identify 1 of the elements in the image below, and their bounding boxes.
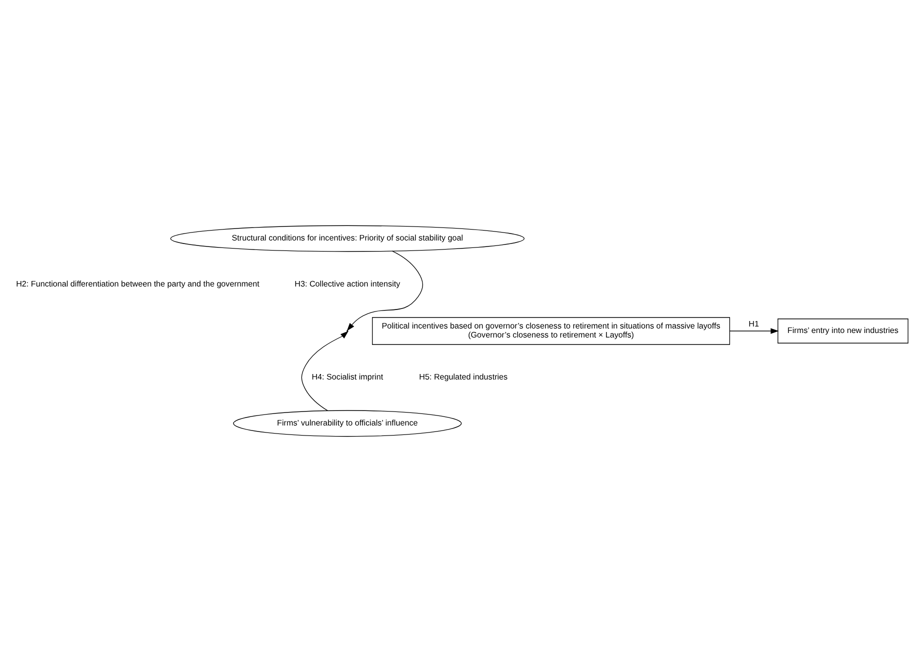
arrow xyxy=(730,328,779,334)
